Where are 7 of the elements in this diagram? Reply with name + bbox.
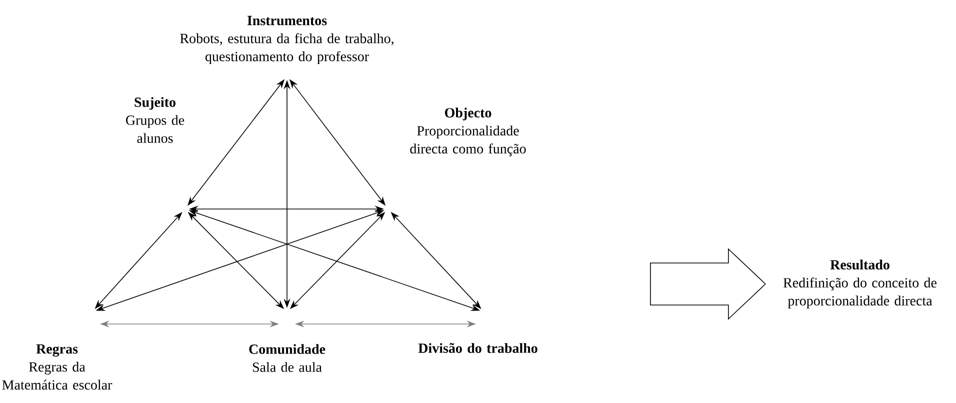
text-label: Objecto Proporcionalidade directa como função [410,108,526,156]
text-label: Divisão do trabalho [418,343,538,353]
text-label: Resultado Redifinição do conceito de proporcionalidade directa [783,260,936,308]
text-label: Regras Regras da Matemática escolar [2,344,112,390]
text-label: Instrumentos Robots, estutura da ficha de trabalho, questionamento do professor [180,16,394,64]
text-label: Sujeito Grupos de alunos [126,97,184,143]
text-label: Comunidade Sala de aula [249,344,326,372]
